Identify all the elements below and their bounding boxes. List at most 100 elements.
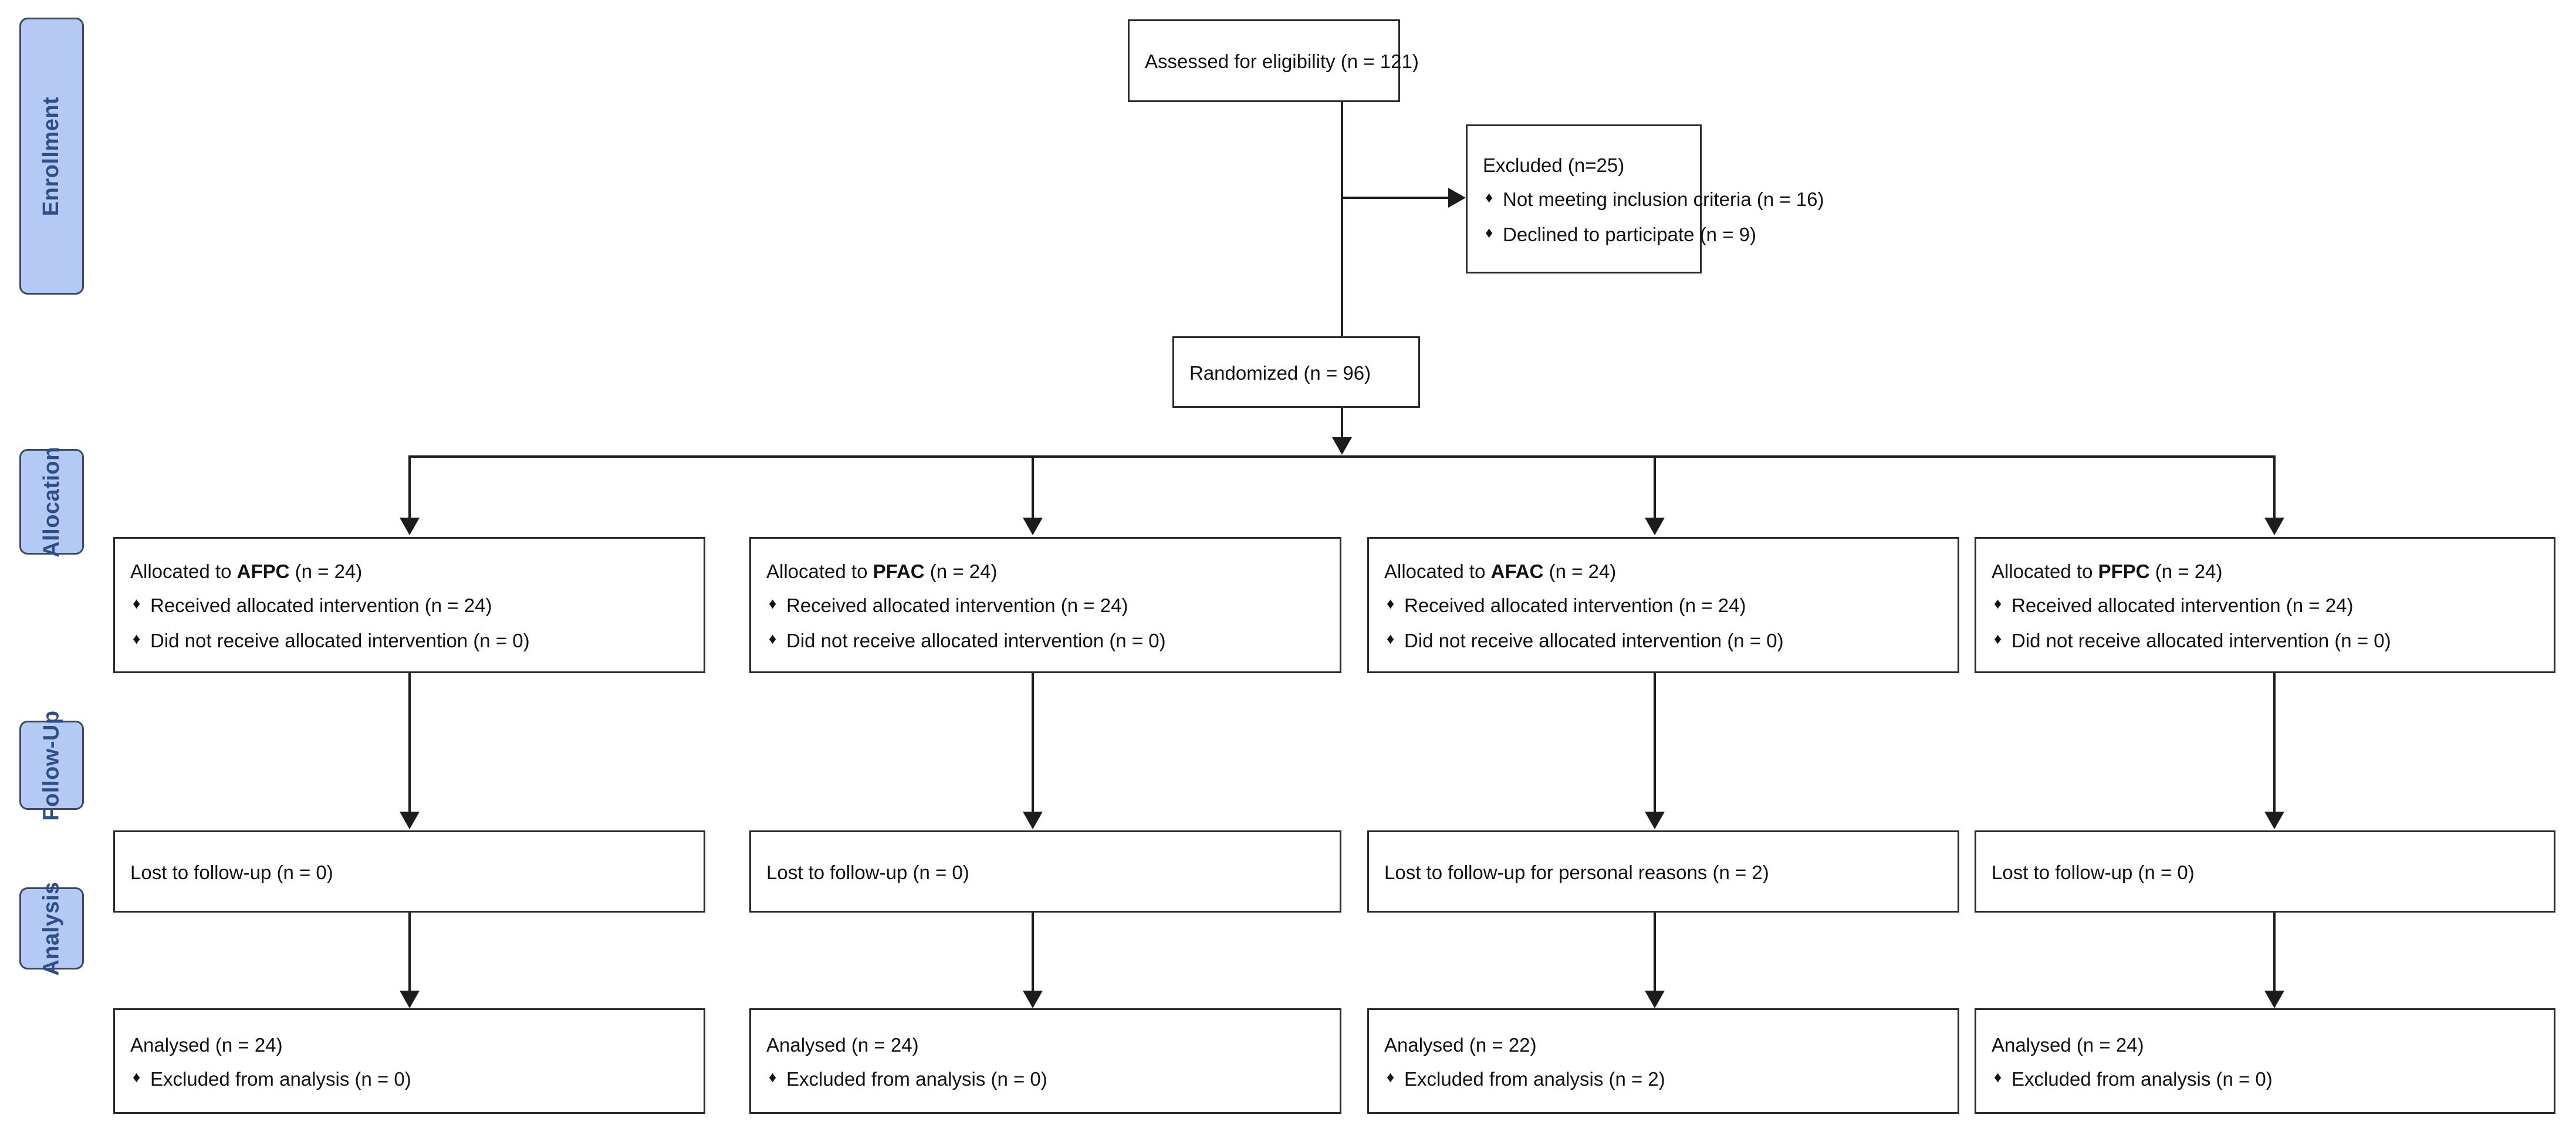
connector-split-to-arm-1 xyxy=(408,455,411,519)
allocation-group-code: AFPC xyxy=(236,560,290,582)
allocation-suffix: (n = 24) xyxy=(924,560,998,582)
connector-arm-4-followup-to-analysis xyxy=(2273,913,2276,992)
arrowhead-arm-2-allocation xyxy=(1023,518,1043,535)
box-allocation-arm-1: Allocated to AFPC (n = 24) ♦ Received al… xyxy=(113,537,705,673)
diamond-bullet-icon: ♦ xyxy=(133,1068,141,1086)
allocation-list-item: ♦ Did not receive allocated intervention… xyxy=(1384,626,1942,656)
allocation-prefix: Allocated to xyxy=(1992,560,2098,582)
allocation-list-item-text: Received allocated intervention (n = 24) xyxy=(786,594,1128,616)
allocation-list: ♦ Received allocated intervention (n = 2… xyxy=(766,590,1324,656)
box-analysis-arm-2: Analysed (n = 24) ♦ Excluded from analys… xyxy=(749,1008,1341,1114)
box-assessed-for-eligibility: Assessed for eligibility (n = 121) xyxy=(1128,19,1419,102)
allocation-group-code: PFAC xyxy=(873,560,925,582)
arrowhead-arm-1-followup xyxy=(400,812,420,829)
box-allocation-arm-4: Allocated to PFPC (n = 24) ♦ Received al… xyxy=(1975,537,2555,673)
allocation-list-item: ♦ Received allocated intervention (n = 2… xyxy=(766,591,1324,620)
allocation-prefix: Allocated to xyxy=(766,560,873,582)
allocation-list: ♦ Received allocated intervention (n = 2… xyxy=(1992,590,2538,656)
connector-to-excluded xyxy=(1342,197,1448,199)
arrowhead-arm-3-allocation xyxy=(1645,518,1665,535)
arrowhead-randomized-to-split xyxy=(1332,437,1352,455)
allocation-group-code: PFPC xyxy=(2098,560,2150,582)
box-followup-arm-3: Lost to follow-up for personal reasons (… xyxy=(1367,830,1959,913)
analysis-headline: Analysed (n = 22) xyxy=(1384,1033,1537,1056)
box-excluded: Excluded (n=25) ♦ Not meeting inclusion … xyxy=(1466,124,1824,273)
allocation-headline: Allocated to AFPC (n = 24) xyxy=(130,557,688,586)
diamond-bullet-icon: ♦ xyxy=(1994,630,2002,648)
allocation-headline: Allocated to PFAC (n = 24) xyxy=(766,557,1324,586)
arrowhead-arm-4-allocation xyxy=(2264,518,2284,535)
randomized-headline: Randomized (n = 96) xyxy=(1189,362,1371,384)
box-followup-arm-1: Lost to follow-up (n = 0) xyxy=(113,830,705,913)
analysis-list-item: ♦ Excluded from analysis (n = 0) xyxy=(766,1065,1324,1094)
allocation-prefix: Allocated to xyxy=(1384,560,1491,582)
connector-randomized-to-split xyxy=(1341,408,1343,438)
analysis-list-item-text: Excluded from analysis (n = 0) xyxy=(2012,1068,2273,1090)
diamond-bullet-icon: ♦ xyxy=(769,630,777,648)
box-randomized: Randomized (n = 96) xyxy=(1172,336,1420,408)
stage-label-allocation: Allocation xyxy=(19,446,84,558)
stage-label-allocation-text: Allocation xyxy=(39,446,64,558)
analysis-list-item-text: Excluded from analysis (n = 0) xyxy=(786,1068,1047,1090)
analysis-headline: Analysed (n = 24) xyxy=(1992,1033,2144,1056)
diamond-bullet-icon: ♦ xyxy=(133,594,141,612)
excluded-list: ♦ Not meeting inclusion criteria (n = 16… xyxy=(1483,184,1824,249)
connector-arm-2-followup-to-analysis xyxy=(1032,913,1034,992)
allocation-list: ♦ Received allocated intervention (n = 2… xyxy=(130,590,688,656)
box-followup-arm-4: Lost to follow-up (n = 0) xyxy=(1975,830,2555,913)
connector-arm-2-allocation-to-followup xyxy=(1032,673,1034,813)
diamond-bullet-icon: ♦ xyxy=(1994,594,2002,612)
allocation-headline: Allocated to PFPC (n = 24) xyxy=(1992,557,2538,586)
diamond-bullet-icon: ♦ xyxy=(1387,594,1395,612)
excluded-list-item-text: Not meeting inclusion criteria (n = 16) xyxy=(1503,188,1824,210)
arrowhead-arm-2-followup xyxy=(1023,812,1043,829)
box-analysis-arm-1: Analysed (n = 24) ♦ Excluded from analys… xyxy=(113,1008,705,1114)
followup-headline: Lost to follow-up (n = 0) xyxy=(1992,861,2195,883)
excluded-list-item: ♦ Not meeting inclusion criteria (n = 16… xyxy=(1483,185,1824,214)
diamond-bullet-icon: ♦ xyxy=(1387,1068,1395,1086)
arrowhead-arm-3-followup xyxy=(1645,812,1665,829)
allocation-list-item: ♦ Did not receive allocated intervention… xyxy=(766,626,1324,656)
connector-split-to-arm-2 xyxy=(1032,455,1034,519)
box-analysis-arm-3: Analysed (n = 22) ♦ Excluded from analys… xyxy=(1367,1008,1959,1114)
diamond-bullet-icon: ♦ xyxy=(1994,1068,2002,1086)
arrowhead-arm-1-allocation xyxy=(400,518,420,535)
stage-label-analysis: Analysis xyxy=(19,881,84,975)
allocation-group-code: AFAC xyxy=(1490,560,1544,582)
diamond-bullet-icon: ♦ xyxy=(1387,630,1395,648)
connector-assessed-to-randomized xyxy=(1341,102,1343,336)
diamond-bullet-icon: ♦ xyxy=(133,630,141,648)
box-analysis-arm-4: Analysed (n = 24) ♦ Excluded from analys… xyxy=(1975,1008,2555,1114)
allocation-list-item-text: Did not receive allocated intervention (… xyxy=(150,630,530,652)
connector-arm-4-allocation-to-followup xyxy=(2273,673,2276,813)
stage-label-follow-up: Follow-Up xyxy=(19,710,84,820)
allocation-list-item: ♦ Did not receive allocated intervention… xyxy=(130,626,688,656)
allocation-prefix: Allocated to xyxy=(130,560,237,582)
allocation-list-item-text: Received allocated intervention (n = 24) xyxy=(150,594,492,616)
diamond-bullet-icon: ♦ xyxy=(769,1068,777,1086)
arrowhead-arm-3-analysis xyxy=(1645,991,1665,1008)
followup-headline: Lost to follow-up (n = 0) xyxy=(130,861,333,883)
analysis-list: ♦ Excluded from analysis (n = 0) xyxy=(130,1063,688,1094)
connector-split-to-arm-4 xyxy=(2273,455,2276,519)
stage-label-follow-up-text: Follow-Up xyxy=(39,710,64,821)
distribution-bar xyxy=(408,455,2274,458)
allocation-headline: Allocated to AFAC (n = 24) xyxy=(1384,557,1942,586)
allocation-list-item-text: Did not receive allocated intervention (… xyxy=(786,630,1166,652)
allocation-list-item-text: Received allocated intervention (n = 24) xyxy=(1404,594,1746,616)
allocation-list-item-text: Did not receive allocated intervention (… xyxy=(2012,630,2391,652)
stage-label-analysis-text: Analysis xyxy=(39,881,64,976)
allocation-suffix: (n = 24) xyxy=(1543,560,1617,582)
allocation-list-item: ♦ Did not receive allocated intervention… xyxy=(1992,626,2538,656)
arrowhead-to-excluded xyxy=(1448,188,1466,208)
analysis-list-item-text: Excluded from analysis (n = 0) xyxy=(150,1068,411,1090)
excluded-list-item-text: Declined to participate (n = 9) xyxy=(1503,224,1756,246)
connector-arm-3-allocation-to-followup xyxy=(1654,673,1656,813)
connector-arm-1-followup-to-analysis xyxy=(408,913,411,992)
allocation-suffix: (n = 24) xyxy=(2149,560,2223,582)
diamond-bullet-icon: ♦ xyxy=(769,594,777,612)
diamond-bullet-icon: ♦ xyxy=(1485,188,1493,206)
analysis-headline: Analysed (n = 24) xyxy=(766,1033,919,1056)
allocation-list: ♦ Received allocated intervention (n = 2… xyxy=(1384,590,1942,656)
